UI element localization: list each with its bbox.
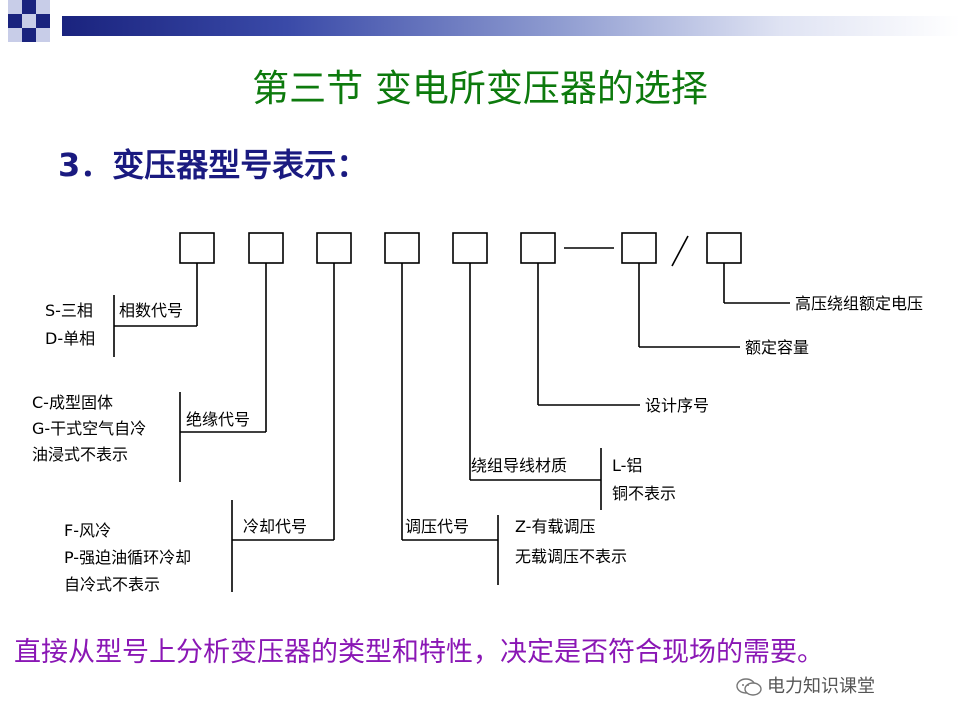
rated-capacity-label: 额定容量 [745, 338, 809, 357]
winding-material-label: 绕组导线材质 [471, 456, 567, 475]
regulation-option-z: Z-有载调压 [515, 517, 595, 536]
phase-option-d: D-单相 [45, 329, 95, 348]
cooling-option-self: 自冷式不表示 [64, 575, 160, 594]
insulation-option-c: C-成型固体 [32, 393, 113, 412]
code-box-cooling [316, 232, 352, 264]
decor-square [22, 14, 36, 28]
design-serial-label: 设计序号 [645, 396, 709, 415]
phase-code-label: 相数代号 [119, 301, 183, 320]
cooling-option-f: F-风冷 [64, 521, 111, 540]
decor-square [36, 14, 50, 28]
regulation-option-offload: 无载调压不表示 [515, 547, 627, 566]
insulation-option-oil: 油浸式不表示 [32, 445, 128, 464]
decor-square [22, 28, 36, 42]
phase-option-s: S-三相 [45, 301, 93, 320]
winding-option-copper: 铜不表示 [612, 484, 676, 503]
winding-option-l: L-铝 [612, 456, 642, 475]
code-box-winding [452, 232, 488, 264]
code-box-voltage [706, 232, 742, 264]
decor-square [8, 28, 22, 42]
watermark: 电力知识课堂 [735, 672, 875, 698]
decor-square [8, 0, 22, 14]
code-box-phase [179, 232, 215, 264]
code-box-capacity [621, 232, 657, 264]
decor-square [22, 0, 36, 14]
footer-note: 直接从型号上分析变压器的类型和特性，决定是否符合现场的需要。 [14, 637, 824, 668]
code-box-regulation [384, 232, 420, 264]
wechat-icon [736, 678, 762, 696]
slide-title: 第三节 变电所变压器的选择 [252, 67, 708, 110]
cooling-option-p: P-强迫油循环冷却 [64, 548, 191, 567]
insulation-code-label: 绝缘代号 [186, 410, 250, 429]
cooling-code-label: 冷却代号 [243, 517, 307, 536]
decor-square [36, 0, 50, 14]
code-box-design [520, 232, 556, 264]
code-box-insulation [248, 232, 284, 264]
gradient-bar [62, 16, 960, 36]
watermark-text: 电力知识课堂 [767, 676, 875, 697]
separator-slash [671, 235, 689, 267]
insulation-option-g: G-干式空气自冷 [32, 419, 146, 438]
section-subtitle: 3．变压器型号表示： [58, 146, 369, 184]
title-decoration-bar [0, 0, 960, 50]
hv-rated-voltage-label: 高压绕组额定电压 [795, 294, 923, 313]
decor-square [36, 28, 50, 42]
decor-square [8, 14, 22, 28]
regulation-code-label: 调压代号 [405, 517, 469, 536]
